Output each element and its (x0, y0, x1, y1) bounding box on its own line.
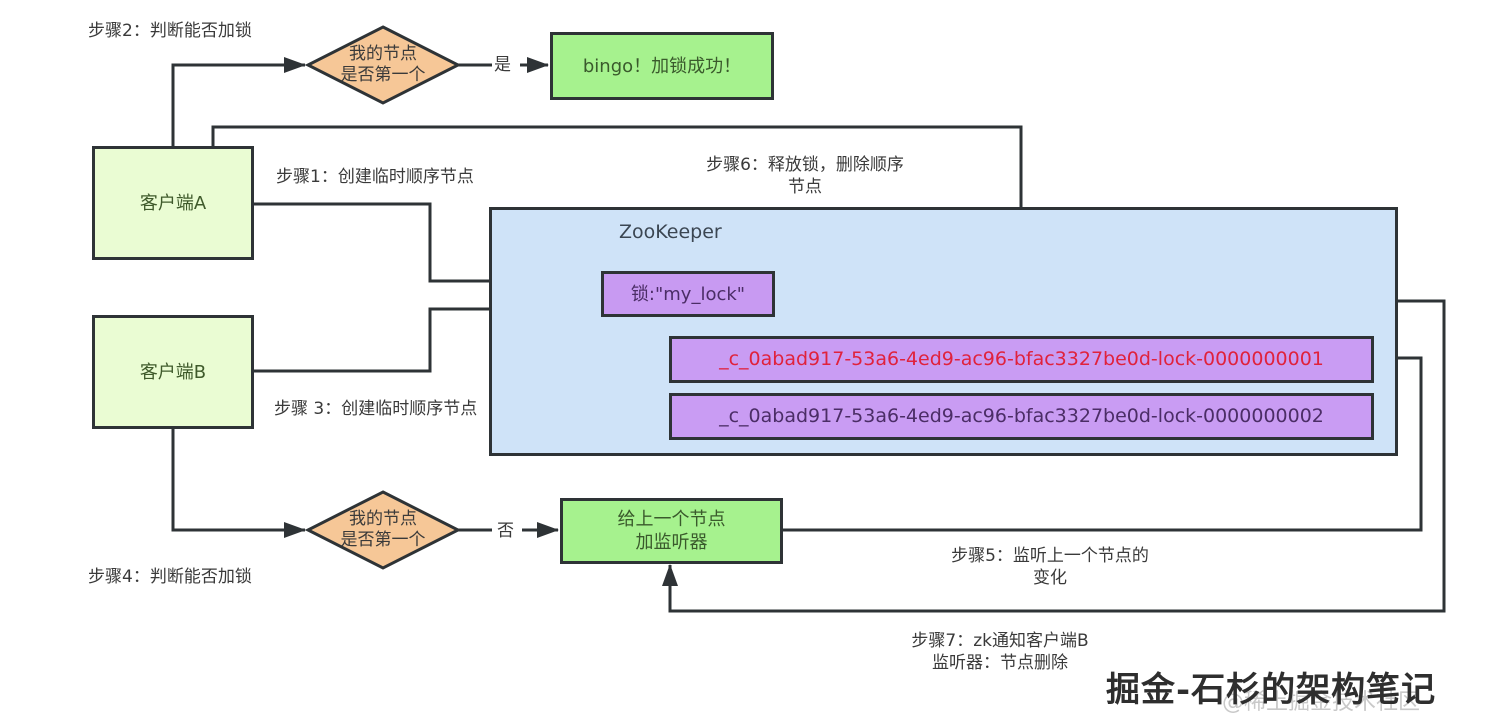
step6-label: 步骤6：释放锁，删除顺序 节点 (660, 154, 950, 198)
decision-top-line1: 我的节点 (349, 44, 417, 64)
step7-label: 步骤7：zk通知客户端B 监听器：节点删除 (870, 630, 1130, 674)
seq-node-2-label: _c_0abad917-53a6-4ed9-ac96-bfac3327be0d-… (719, 405, 1324, 427)
listener-line2: 加监听器 (635, 532, 708, 553)
decision-top-text: 我的节点 是否第一个 (318, 44, 448, 86)
seq-node-2: _c_0abad917-53a6-4ed9-ac96-bfac3327be0d-… (669, 393, 1374, 440)
step5-line2: 变化 (1033, 568, 1067, 588)
seq-node-1: _c_0abad917-53a6-4ed9-ac96-bfac3327be0d-… (669, 336, 1374, 383)
watermark: 掘金-石杉的架构笔记 (1106, 670, 1437, 710)
client-b-box: 客户端B (92, 315, 254, 429)
decision-bottom-line1: 我的节点 (349, 509, 417, 529)
lock-node-label: 锁:"my_lock" (630, 283, 746, 305)
step5-label: 步骤5：监听上一个节点的 变化 (905, 545, 1195, 589)
decision-diamond-top (304, 25, 462, 105)
listener-line1: 给上一个节点 (617, 509, 726, 530)
lock-success-label: bingo！加锁成功！ (582, 55, 742, 77)
branch-yes-label: 是 (494, 55, 511, 75)
decision-bottom-text: 我的节点 是否第一个 (318, 509, 448, 551)
step2-label: 步骤2：判断能否加锁 (88, 21, 252, 41)
client-a-label: 客户端A (139, 192, 207, 214)
branch-no-label: 否 (497, 521, 514, 541)
arrow-step7-notify (662, 299, 1446, 613)
arrow-step5-watch (782, 350, 1423, 532)
arrow-clientA-to-decision-top (171, 57, 306, 147)
lock-node: 锁:"my_lock" (601, 271, 775, 317)
step6-line1: 步骤6：释放锁，删除顺序 (706, 155, 904, 175)
decision-top-line2: 是否第一个 (340, 65, 426, 85)
step1-label: 步骤1：创建临时顺序节点 (276, 167, 474, 187)
step5-line1: 步骤5：监听上一个节点的 (951, 546, 1149, 566)
add-listener-box: 给上一个节点 加监听器 (560, 498, 783, 564)
zookeeper-title: ZooKeeper (619, 221, 722, 243)
lock-success-box: bingo！加锁成功！ (550, 32, 774, 100)
seq-node-1-label: _c_0abad917-53a6-4ed9-ac96-bfac3327be0d-… (719, 348, 1324, 370)
watermark-subtext: @稀土掘金技术社区 (1222, 690, 1421, 715)
arrow-clientB-to-decision-bottom (171, 428, 306, 538)
decision-bottom-line2: 是否第一个 (340, 530, 426, 550)
client-a-box: 客户端A (92, 146, 254, 260)
step4-label: 步骤4：判断能否加锁 (88, 567, 252, 587)
step7-line2: 监听器：节点删除 (932, 653, 1068, 673)
step6-line2: 节点 (788, 177, 822, 197)
step7-line1: 步骤7：zk通知客户端B (911, 631, 1089, 651)
client-b-label: 客户端B (139, 361, 207, 383)
decision-diamond-bottom (304, 490, 462, 570)
step3-label: 步骤 3：创建临时顺序节点 (274, 399, 478, 419)
